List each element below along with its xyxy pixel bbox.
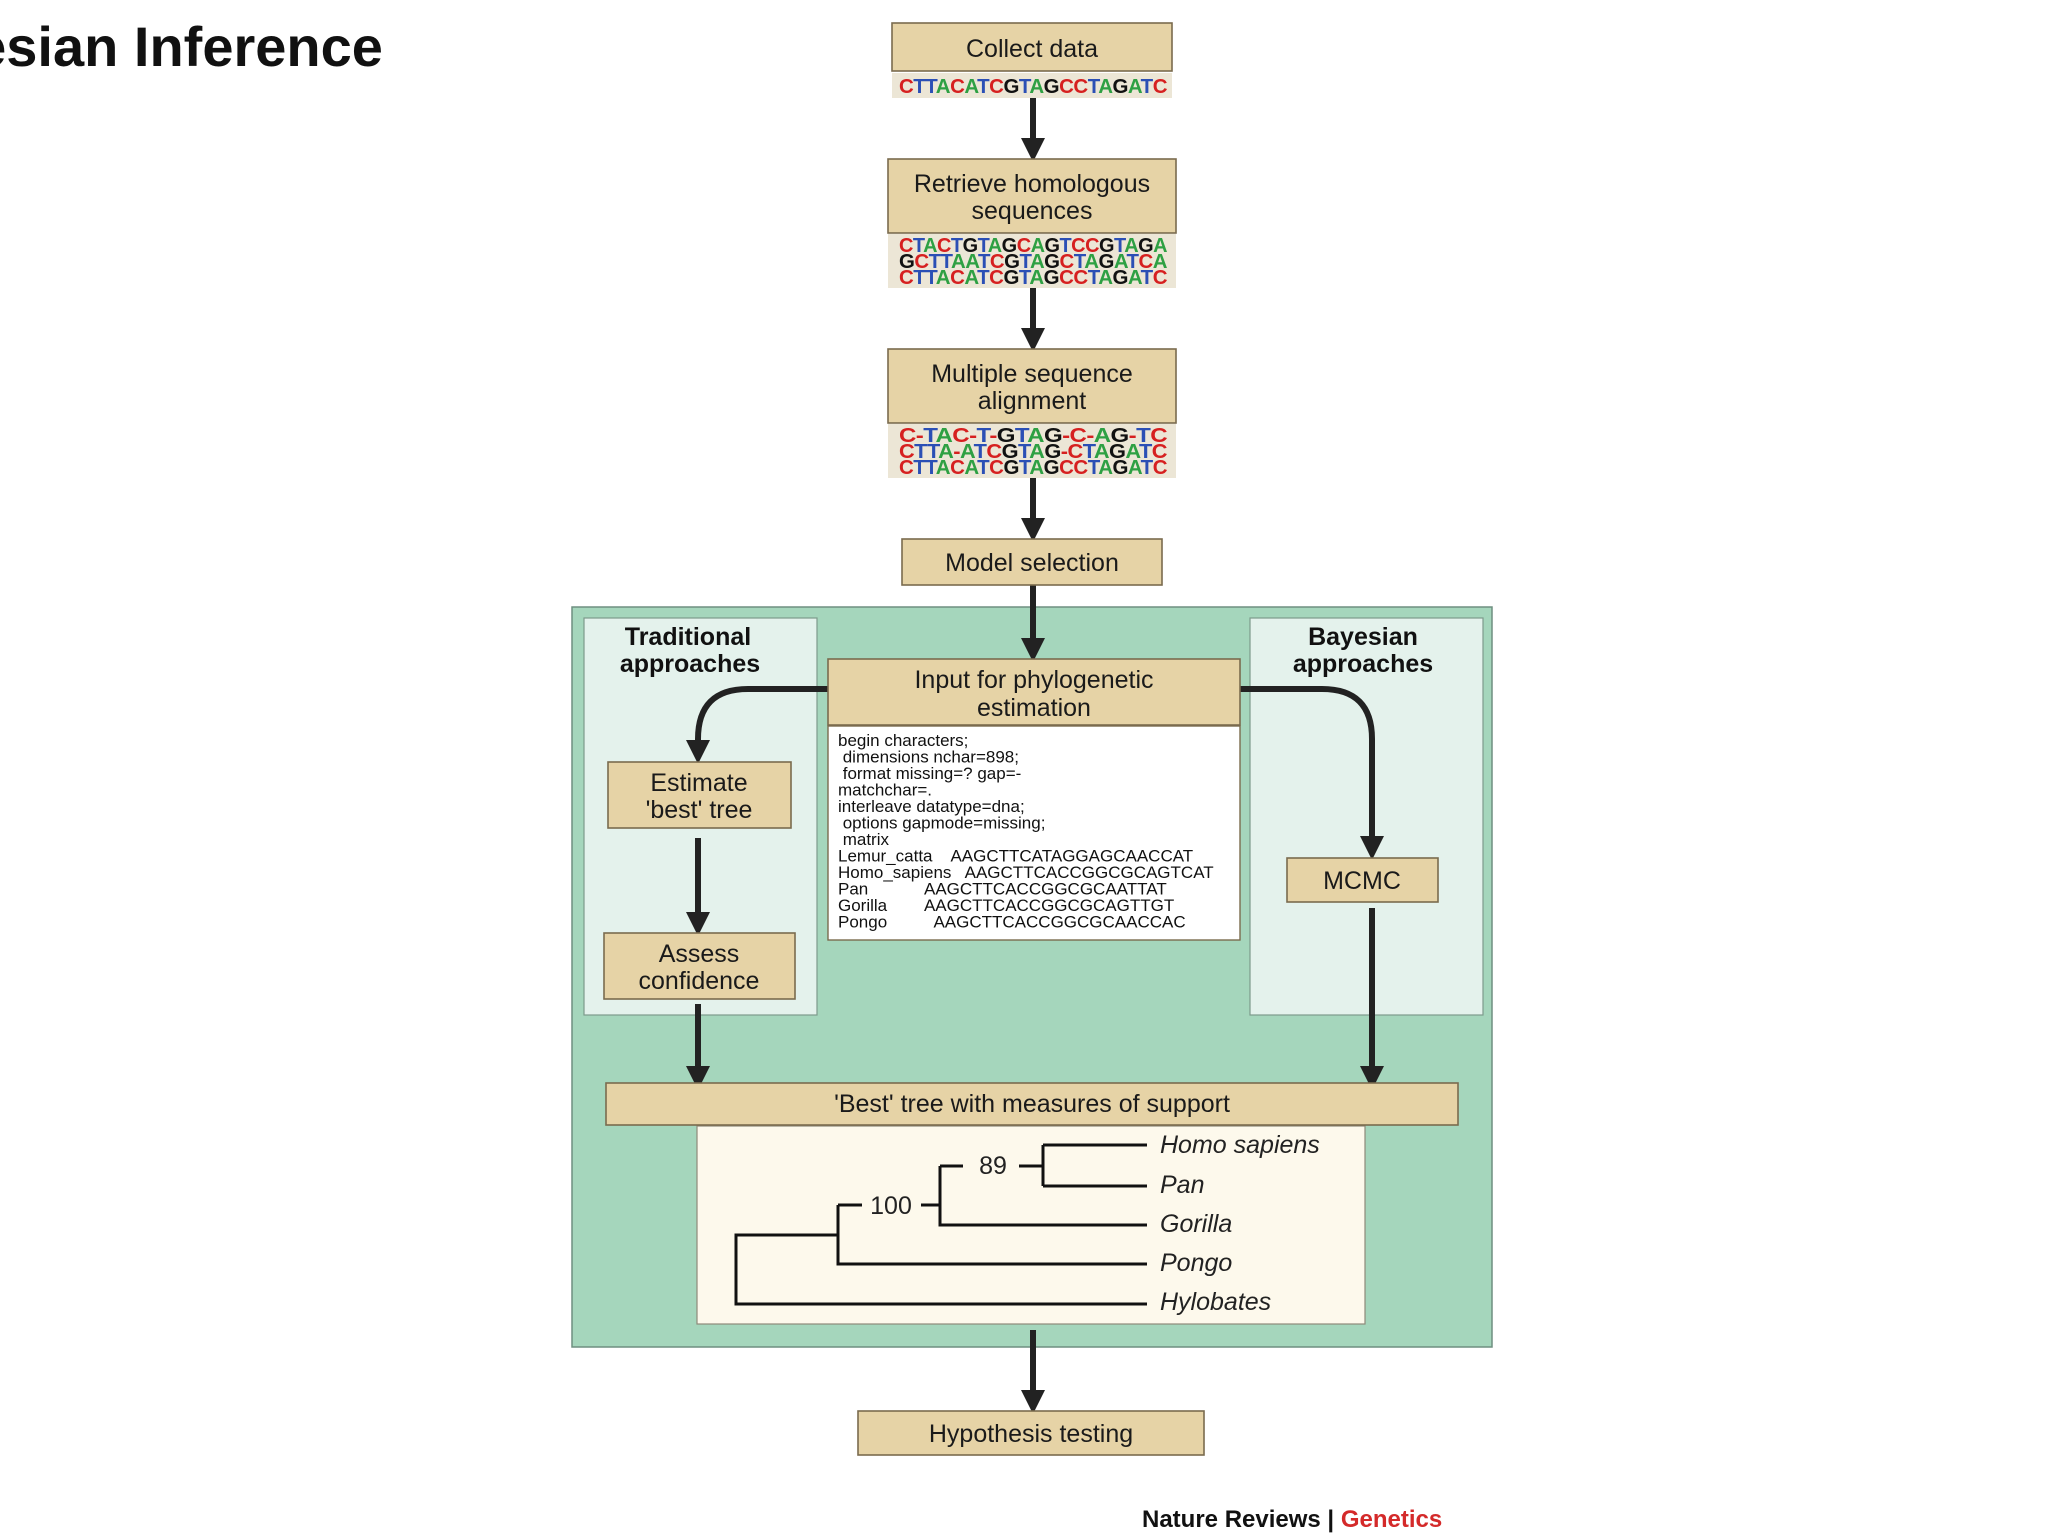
arrow-input-mcmc (1240, 686, 1384, 860)
step-estimate-best-tree: Estimate 'best' tree (607, 761, 792, 829)
svg-text:Input for phylogenetic: Input for phylogenetic (914, 666, 1153, 694)
collected-sequence: CTTACATCGTAGCCTAGATC (892, 73, 1172, 98)
nexus-input-file: begin characters; dimensions nchar=898; … (827, 725, 1241, 941)
svg-text:sequences: sequences (972, 197, 1093, 225)
bayesian-panel (1249, 617, 1484, 1016)
credit-publisher: Nature Reviews (1142, 1506, 1321, 1533)
svg-text:Model selection: Model selection (945, 549, 1119, 577)
taxon-gorilla: Gorilla (1160, 1210, 1232, 1238)
svg-text:Collect data: Collect data (966, 35, 1098, 63)
slide-title: yesian Inference (0, 15, 383, 78)
figure-credit: Nature Reviews | Genetics (1142, 1506, 1442, 1534)
svg-text:Multiple sequence: Multiple sequence (931, 360, 1133, 388)
step-hypothesis-testing: Hypothesis testing (857, 1410, 1205, 1456)
nexus-line-10: Gorilla AAGCTTCACCGGCGCAGTTGT (838, 896, 1174, 915)
nexus-line-0: begin characters; (838, 731, 968, 750)
nexus-line-7: Lemur_catta AAGCTTCATAGGAGCAACCAT (838, 847, 1193, 866)
bayesian-approaches-heading: Bayesian (1308, 623, 1418, 651)
step-collect-data: Collect data (891, 22, 1173, 72)
nexus-line-8: Homo_sapiens AAGCTTCACCGGCGCAGTCAT (838, 863, 1214, 882)
nexus-line-1: dimensions nchar=898; (838, 748, 1019, 767)
tree-branch-89-clade (938, 1164, 1147, 1227)
step-retrieve-homologous-sequences: Retrieve homologous sequences (887, 158, 1177, 234)
nexus-line-3: matchchar=. (838, 781, 932, 800)
nexus-line-9: Pan AAGCTTCACCGGCGCAATTAT (838, 880, 1167, 899)
sequence-retrieve-0: CTACTGTAGCAGTCCGTAGA (899, 235, 1167, 257)
step-model-selection: Model selection (901, 538, 1163, 586)
sequence-retrieve-1: GCTTAATCGTAGCTAGATCA (899, 251, 1167, 273)
step-mcmc: MCMC (1286, 857, 1439, 903)
taxon-pan: Pan (1160, 1171, 1204, 1199)
svg-text:MCMC: MCMC (1323, 867, 1401, 895)
tree-branch-root (734, 1233, 1147, 1306)
svg-text:'best' tree: 'best' tree (646, 796, 753, 824)
step-best-tree-with-support: 'Best' tree with measures of support (605, 1082, 1459, 1126)
arrow-input-estimate (686, 686, 828, 764)
credit-journal: Genetics (1340, 1506, 1443, 1533)
svg-text:'Best' tree with measures of s: 'Best' tree with measures of support (834, 1090, 1230, 1118)
nexus-line-11: Pongo AAGCTTCACCGGCGCAACCAC (838, 913, 1186, 932)
sequence-collect-0: CTTACATCGTAGCCTAGATC (899, 76, 1167, 98)
nexus-line-4: interleave datatype=dna; (838, 797, 1025, 816)
sequence-msa-2: CTTACATCGTAGCCTAGATC (899, 457, 1167, 479)
credit-separator: | (1327, 1506, 1335, 1533)
support-value-100: 100 (870, 1192, 912, 1220)
svg-text:confidence: confidence (639, 967, 760, 995)
step-assess-confidence: Assess confidence (603, 932, 796, 1000)
traditional-approaches-heading-2: approaches (620, 650, 760, 678)
taxon-hylobates: Hylobates (1160, 1288, 1271, 1316)
svg-text:Assess: Assess (659, 940, 740, 968)
nexus-line-2: format missing=? gap=- (838, 764, 1021, 783)
nexus-line-5: options gapmode=missing; (838, 814, 1045, 833)
svg-text:alignment: alignment (978, 387, 1086, 415)
sequence-retrieve-2: CTTACATCGTAGCCTAGATC (899, 267, 1167, 289)
svg-text:Retrieve homologous: Retrieve homologous (914, 170, 1150, 198)
svg-text:Hypothesis testing: Hypothesis testing (929, 1420, 1133, 1448)
taxon-pongo: Pongo (1160, 1249, 1232, 1277)
traditional-approaches-heading: Traditional (625, 623, 751, 651)
support-value-89: 89 (979, 1152, 1007, 1180)
tree-branch-100-clade (836, 1203, 1147, 1266)
nexus-line-6: matrix (838, 830, 890, 849)
homologous-sequences: CTACTGTAGCAGTCCGTAGAGCTTAATCGTAGCTAGATCA… (888, 234, 1176, 289)
bayesian-approaches-heading-2: approaches (1293, 650, 1433, 678)
taxon-homo-sapiens: Homo sapiens (1160, 1131, 1320, 1159)
sequence-msa-1: CTTA-ATCGTAG-CTAGATC (899, 441, 1167, 463)
svg-text:Estimate: Estimate (650, 769, 747, 797)
phylogenetic-tree: 89 100 Homo sapiens Pan Gorilla Pongo Hy… (734, 1131, 1320, 1316)
step-multiple-sequence-alignment: Multiple sequence alignment (887, 348, 1177, 424)
step-input-phylogenetic-estimation: Input for phylogenetic estimation (827, 658, 1241, 726)
svg-text:estimation: estimation (977, 694, 1091, 722)
